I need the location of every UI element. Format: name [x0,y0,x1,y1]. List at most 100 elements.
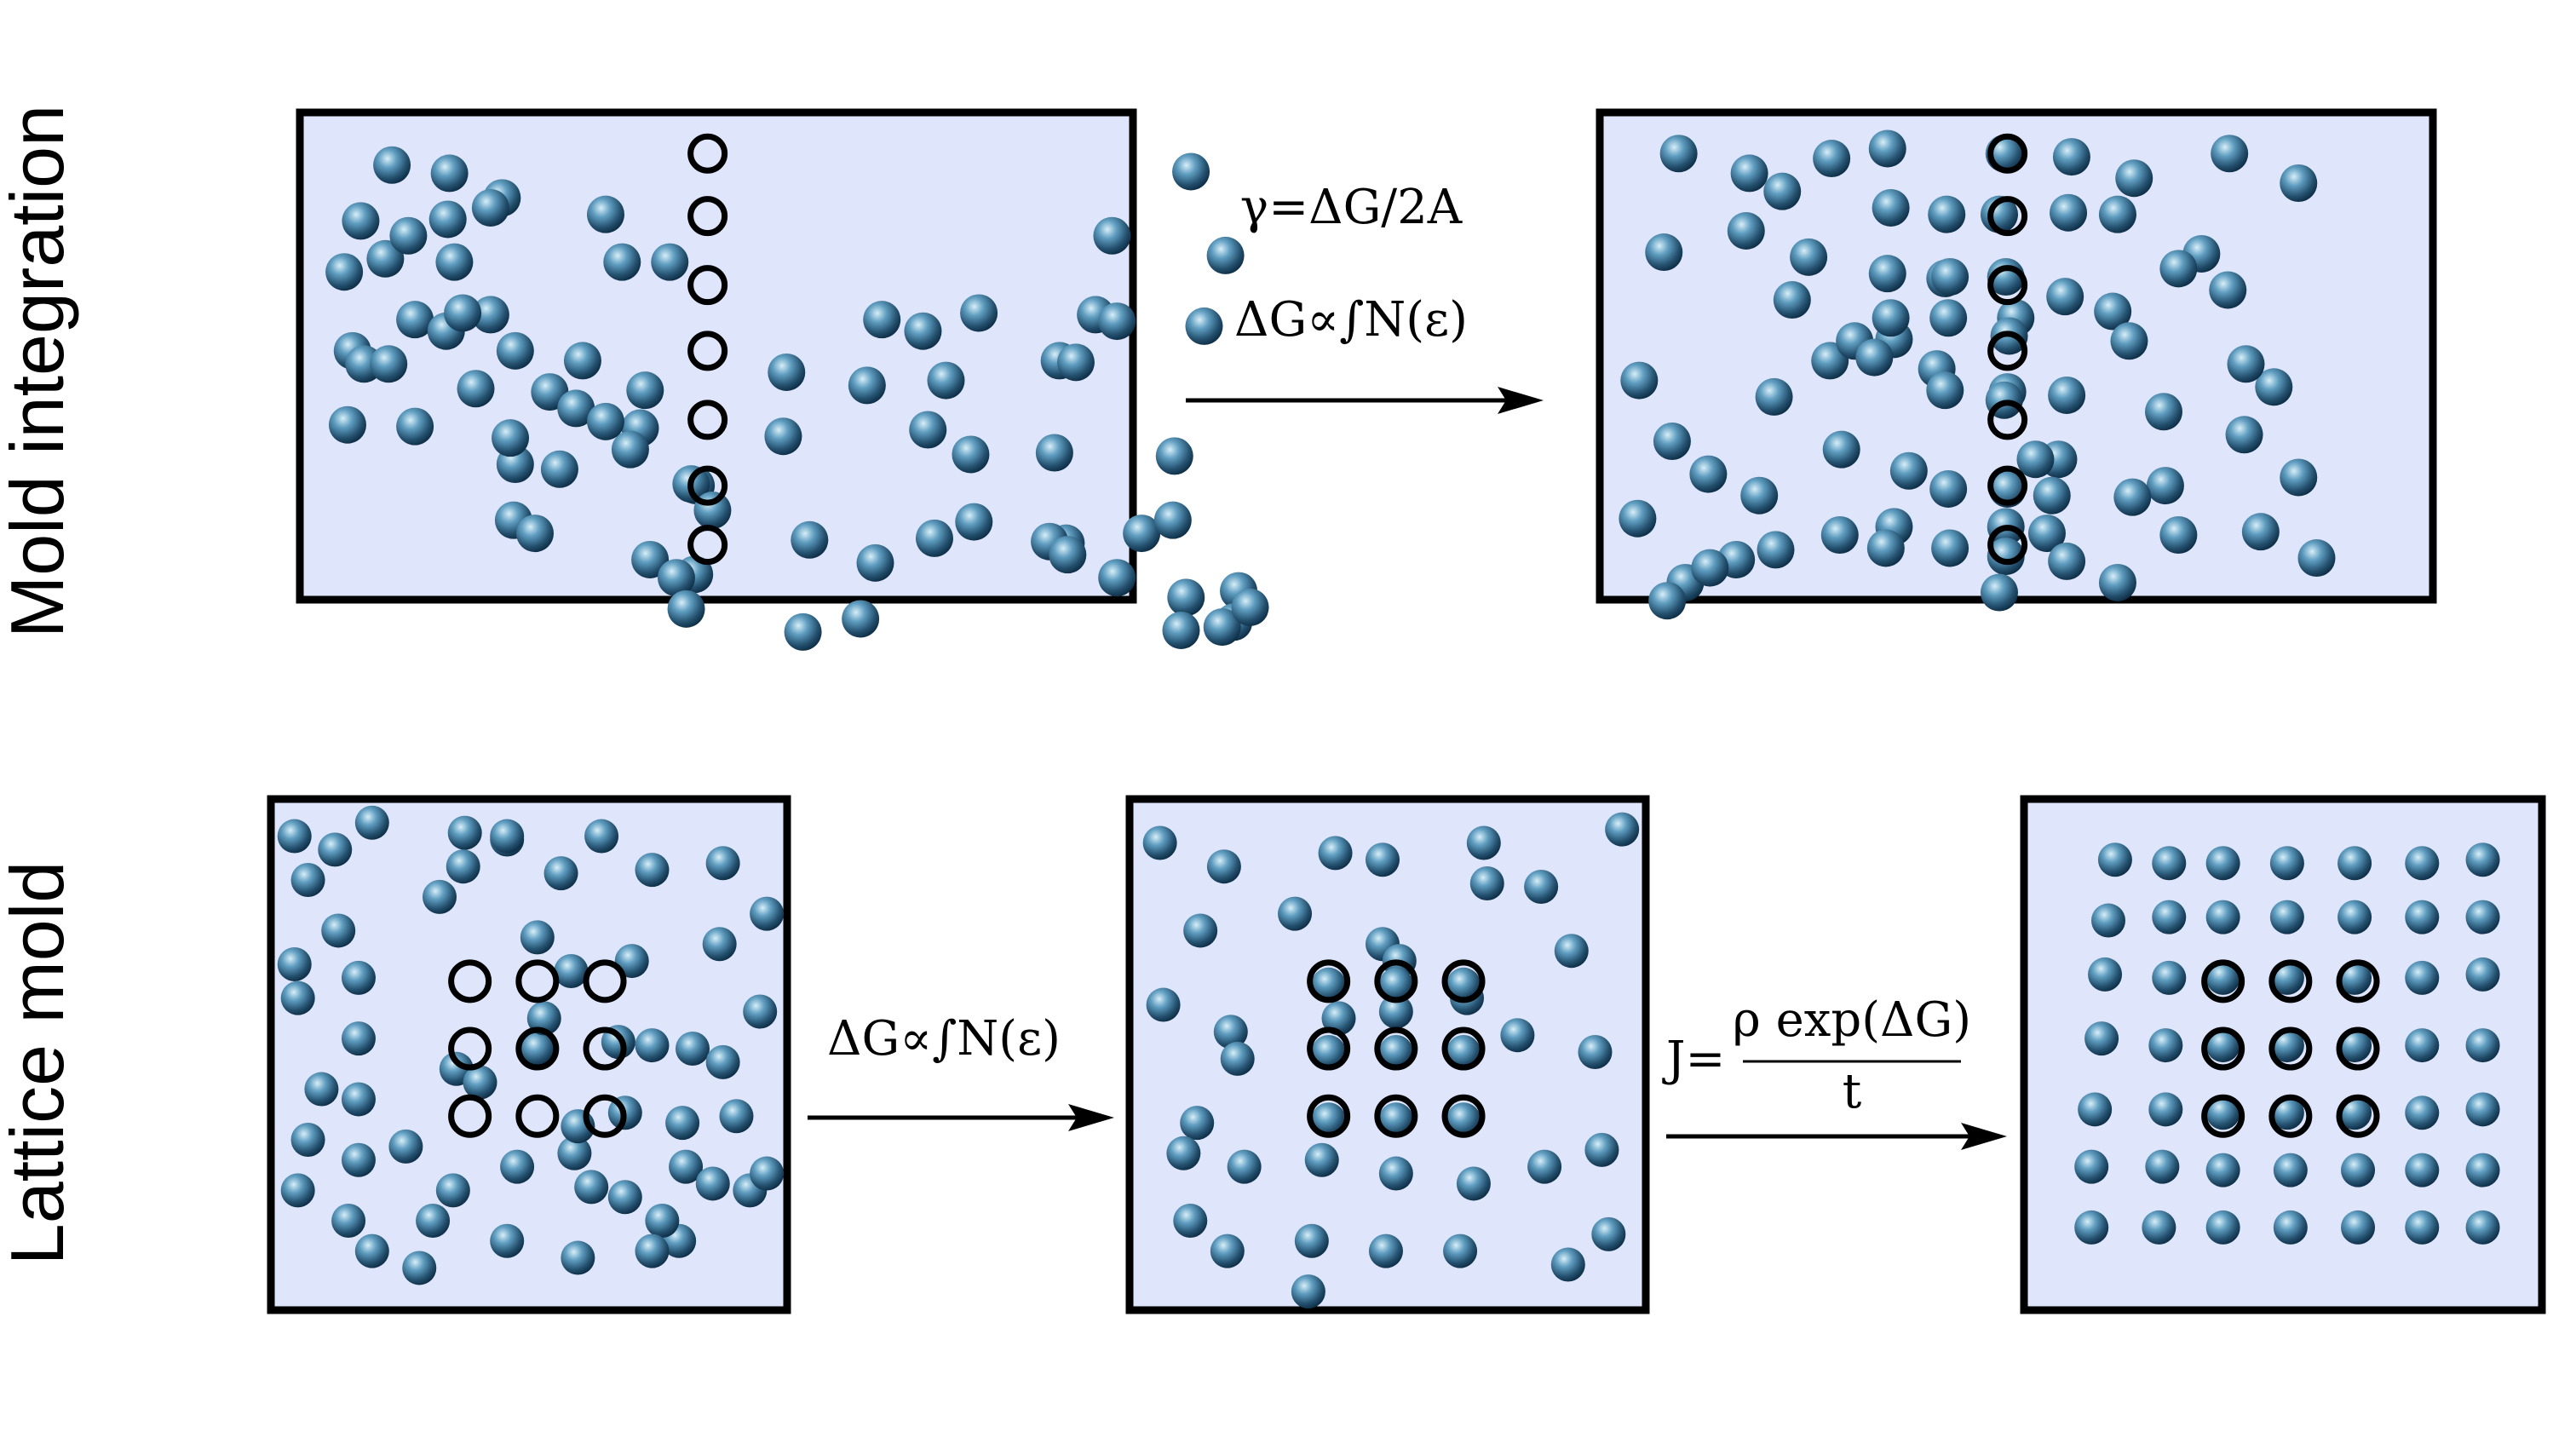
mold-ring [2201,1094,2245,1138]
particle [1206,236,1245,274]
particle [750,1156,785,1191]
particle [1926,371,1964,410]
particle [563,342,601,380]
particle [2337,846,2372,881]
particle [1469,866,1504,900]
particle [665,1106,700,1141]
particle [607,1180,642,1215]
surface-tension-formula: γ=ΔG/2A [1240,180,1463,235]
particle [1868,129,1906,168]
particle [1727,211,1765,250]
particle [2145,1149,2180,1184]
particle [2269,900,2304,934]
particle [1321,1001,1356,1036]
particle [2465,1210,2500,1245]
particle [1605,812,1640,847]
particle [1162,611,1200,649]
particle [2255,368,2293,406]
particle [2297,539,2336,578]
particle [635,1233,670,1268]
particle [435,243,474,281]
mold-ring [687,265,728,306]
mold-ring [687,465,728,506]
particle [2050,193,2088,232]
particle [2027,515,2066,553]
particle [457,370,495,408]
particle [1620,361,1659,400]
arrow-head [1068,1104,1114,1131]
particle [1456,1166,1491,1201]
particle [2205,1028,2240,1063]
particle [435,1173,470,1208]
mold-ring [1307,959,1351,1003]
mold-ring [515,1026,560,1071]
mold-ring [515,959,560,1003]
particle [1689,455,1728,493]
particle [1378,967,1413,1002]
particle [325,253,364,291]
mold-ring [1987,196,2028,237]
particle [444,294,482,332]
particle [2074,1149,2109,1184]
mold-ring [1374,1026,1418,1071]
mold-ring [1441,959,1486,1003]
particle [1227,1149,1262,1184]
particle [2098,563,2136,601]
particle [1098,302,1136,341]
particle [909,411,947,449]
particle [1093,216,1131,255]
particle [341,1142,376,1177]
mold-integration-final-panel [1596,108,2437,620]
particle [1056,343,1095,382]
particle [1740,476,1779,515]
particle [1755,377,1793,416]
lattice-arrow-1: ΔG∝∫N(ε) [808,1011,1114,1131]
particle [2205,960,2240,995]
particle [1183,913,1218,948]
particle [574,1170,609,1205]
particle [396,301,434,339]
particle [1378,1156,1413,1191]
particle [554,953,589,988]
particle [719,1099,754,1134]
particle [1294,1223,1329,1258]
particle [1203,608,1241,647]
particle [1813,140,1851,178]
particle [520,920,555,955]
particle [960,294,998,332]
particle [1822,430,1860,469]
particle [290,863,325,898]
particle [2205,1153,2240,1187]
particle [635,1028,670,1063]
particle [304,1072,339,1107]
particle [2048,542,2086,580]
particle [1366,842,1400,877]
particle [2115,159,2153,198]
particle [702,927,737,962]
particle [2144,393,2182,431]
particle [863,301,901,339]
mold-ring [1987,133,2028,174]
particle [515,515,554,553]
particle [2142,1210,2176,1245]
particle [1868,255,1906,293]
particle [2273,1210,2308,1245]
particle [341,1082,376,1117]
particle [428,200,467,239]
particle [1691,549,1729,587]
particle [2405,846,2440,881]
particle [2341,1153,2376,1187]
lattice-arrow-2: J= ρ exp(ΔG) t [1662,992,2007,1150]
particle [586,402,624,440]
particle [430,154,469,193]
particle [1443,1233,1478,1268]
particle [915,519,953,557]
mold-ring [687,133,728,174]
particle [2225,416,2263,454]
particle [2110,322,2148,360]
particle [1773,281,1811,319]
particle [2465,957,2500,992]
particle [423,879,457,914]
particle [354,805,389,840]
particle [1180,1106,1215,1141]
